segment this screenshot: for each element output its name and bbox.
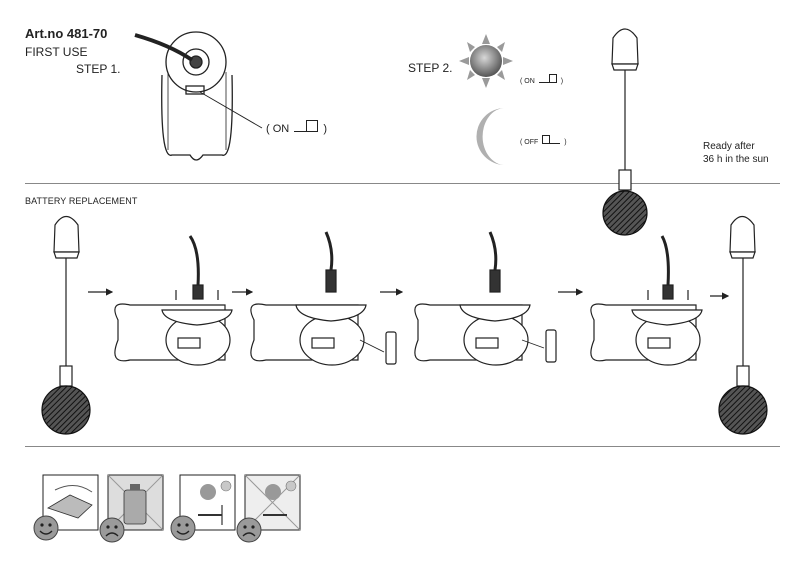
- article-number: Art.no 481-70: [25, 26, 108, 41]
- ready-line-2: 36 h in the sun: [703, 154, 769, 165]
- hanging-lamp-ready: [602, 28, 648, 236]
- switch-on-small-text: ( ON: [520, 78, 535, 85]
- switch-on-toggle-icon: [294, 120, 319, 132]
- switch-off-small-toggle-icon: [542, 135, 561, 144]
- chemical-bottle-icon: [123, 489, 147, 525]
- switch-on-small-toggle-icon: [538, 74, 557, 83]
- lamp-in-sun-icon: [200, 484, 216, 500]
- sun-icon: [459, 34, 513, 88]
- ready-line-1: Ready after: [703, 141, 755, 152]
- hanging-lamp-right: [718, 215, 768, 435]
- switch-off-label-small: ( OFF ): [520, 135, 567, 146]
- switch-on-label-large: ( ON ): [266, 120, 328, 135]
- moon-icon: [476, 108, 505, 165]
- battery-step-1: [114, 235, 233, 366]
- step-1-label: STEP 1.: [76, 62, 121, 76]
- switch-off-small-close: ): [564, 139, 567, 146]
- step-2-label: STEP 2.: [408, 61, 453, 75]
- first-use-heading: FIRST USE: [25, 45, 88, 59]
- arrows: [88, 288, 730, 300]
- hanging-lamp-left: [41, 215, 91, 435]
- ready-after-note: Ready after 36 h in the sun: [703, 140, 793, 166]
- sad-face-icon-1: [99, 517, 125, 543]
- switch-on-label-small: ( ON ): [520, 74, 564, 85]
- solar-panel-back-step1: [134, 31, 263, 161]
- happy-face-icon-1: [33, 515, 59, 541]
- cloth-wipe-icon: [47, 494, 93, 519]
- happy-face-icon-2: [170, 515, 196, 541]
- sad-face-icon-2: [236, 517, 262, 543]
- battery-step-2: [250, 231, 397, 366]
- battery-step-3: [414, 231, 557, 366]
- battery-replacement-heading: BATTERY REPLACEMENT: [25, 196, 138, 206]
- section-divider-top: [25, 183, 780, 184]
- lamp-in-shade-icon: [265, 484, 281, 500]
- switch-on-text: ( ON: [266, 123, 290, 135]
- switch-on-close: ): [323, 123, 328, 135]
- battery-step-4: [590, 235, 703, 366]
- section-divider-bottom: [25, 446, 780, 447]
- switch-on-small-close: ): [560, 78, 564, 85]
- switch-off-small-text: ( OFF: [520, 139, 539, 146]
